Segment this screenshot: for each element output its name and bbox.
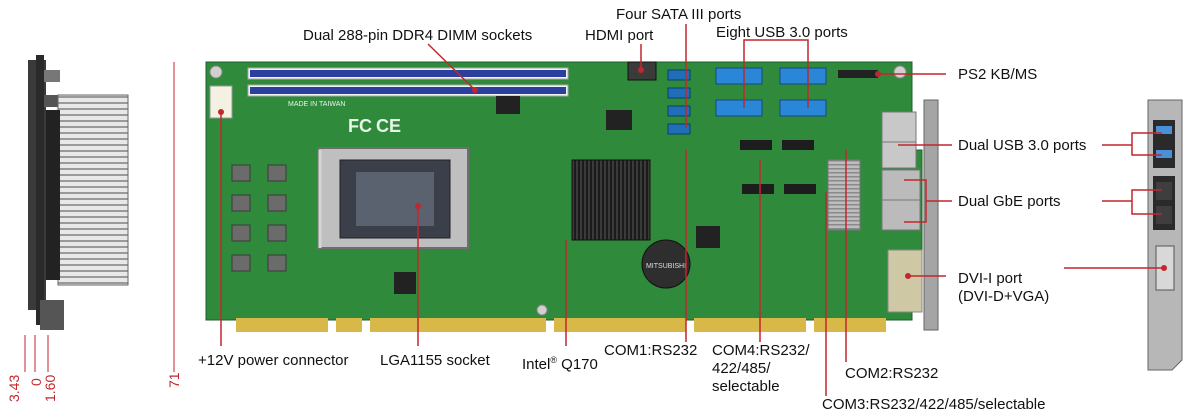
side-view-pcb-edge (36, 55, 44, 325)
label-hdmi: HDMI port (585, 27, 654, 44)
label-com4-line3: selectable (712, 378, 780, 395)
label-intel: Intel® Q170 (522, 352, 598, 373)
main-board: MITSUBISHI (205, 61, 939, 332)
label-com1: COM1:RS232 (604, 342, 698, 359)
dim-label-3: 1.60 (42, 374, 58, 402)
label-usb2: Dual USB 3.0 ports (958, 137, 1087, 154)
mounting-hole (209, 65, 223, 79)
side-view-connector-top (44, 70, 60, 82)
callout-ddr4-line (427, 43, 476, 91)
ps2-header (838, 70, 878, 78)
side-view (24, 55, 175, 372)
label-gbe: Dual GbE ports (958, 193, 1061, 210)
callout-dot (218, 109, 224, 115)
callout-usb2-bracket (1131, 132, 1162, 156)
callout-gbe-bracket-right (1131, 189, 1162, 215)
com-headers (740, 140, 816, 194)
board-print-ce: CE (376, 116, 401, 136)
side-view-bracket-tab (40, 300, 64, 330)
sata-ports (667, 69, 691, 135)
label-ddr4: Dual 288-pin DDR4 DIMM sockets (303, 27, 533, 44)
callout-lines (220, 24, 1164, 396)
label-ps2: PS2 KB/MS (958, 66, 1038, 83)
side-view-heatsink (57, 94, 129, 286)
label-com3: COM3:RS232/422/485/selectable (822, 396, 1046, 413)
dim-label-1: 3.43 (6, 374, 22, 402)
board-print-made-in: MADE IN TAIWAN (288, 101, 345, 108)
callout-dot (638, 67, 644, 73)
usb-headers (715, 67, 827, 117)
callout-dot (875, 71, 881, 77)
rear-io-bracket (881, 99, 939, 331)
ic-chips (394, 96, 720, 294)
cmos-battery: MITSUBISHI (641, 239, 691, 289)
dimm-sockets (247, 67, 569, 97)
label-dvi-line1: DVI-I port (958, 270, 1023, 287)
callout-dot (905, 273, 911, 279)
label-lga: LGA1155 socket (380, 352, 490, 369)
callout-dots (218, 67, 1167, 279)
mounting-hole (536, 304, 548, 316)
callout-dot (472, 87, 478, 93)
dim-label-4: 71 (166, 372, 182, 388)
mounting-hole (893, 65, 907, 79)
label-power: +12V power connector (198, 352, 349, 369)
label-sata: Four SATA III ports (616, 6, 742, 23)
bracket-view (1147, 99, 1183, 371)
label-dvi-line2: (DVI-D+VGA) (958, 288, 1050, 305)
label-intel-model: Q170 (561, 356, 598, 373)
label-usb8: Eight USB 3.0 ports (716, 24, 848, 41)
callout-usb8-bracket (743, 39, 809, 48)
edge-connector (236, 318, 886, 332)
battery-print: MITSUBISHI (646, 263, 686, 270)
label-com4-line2: 422/485/ (712, 360, 771, 377)
lga-socket (317, 147, 469, 249)
side-view-connector-mid (44, 95, 60, 107)
label-com2: COM2:RS232 (845, 365, 939, 382)
side-view-components (46, 110, 60, 280)
vrm-inductors (231, 164, 287, 272)
chipset-heatsink (571, 159, 651, 241)
lan-heatsink (827, 159, 861, 231)
callout-dot (415, 203, 421, 209)
board-print-fcc: FC (348, 116, 372, 136)
label-com4-line1: COM4:RS232/ (712, 342, 810, 359)
label-intel-name: Intel (522, 356, 551, 373)
label-intel-reg: ® (550, 355, 557, 365)
callout-dot (1161, 265, 1167, 271)
